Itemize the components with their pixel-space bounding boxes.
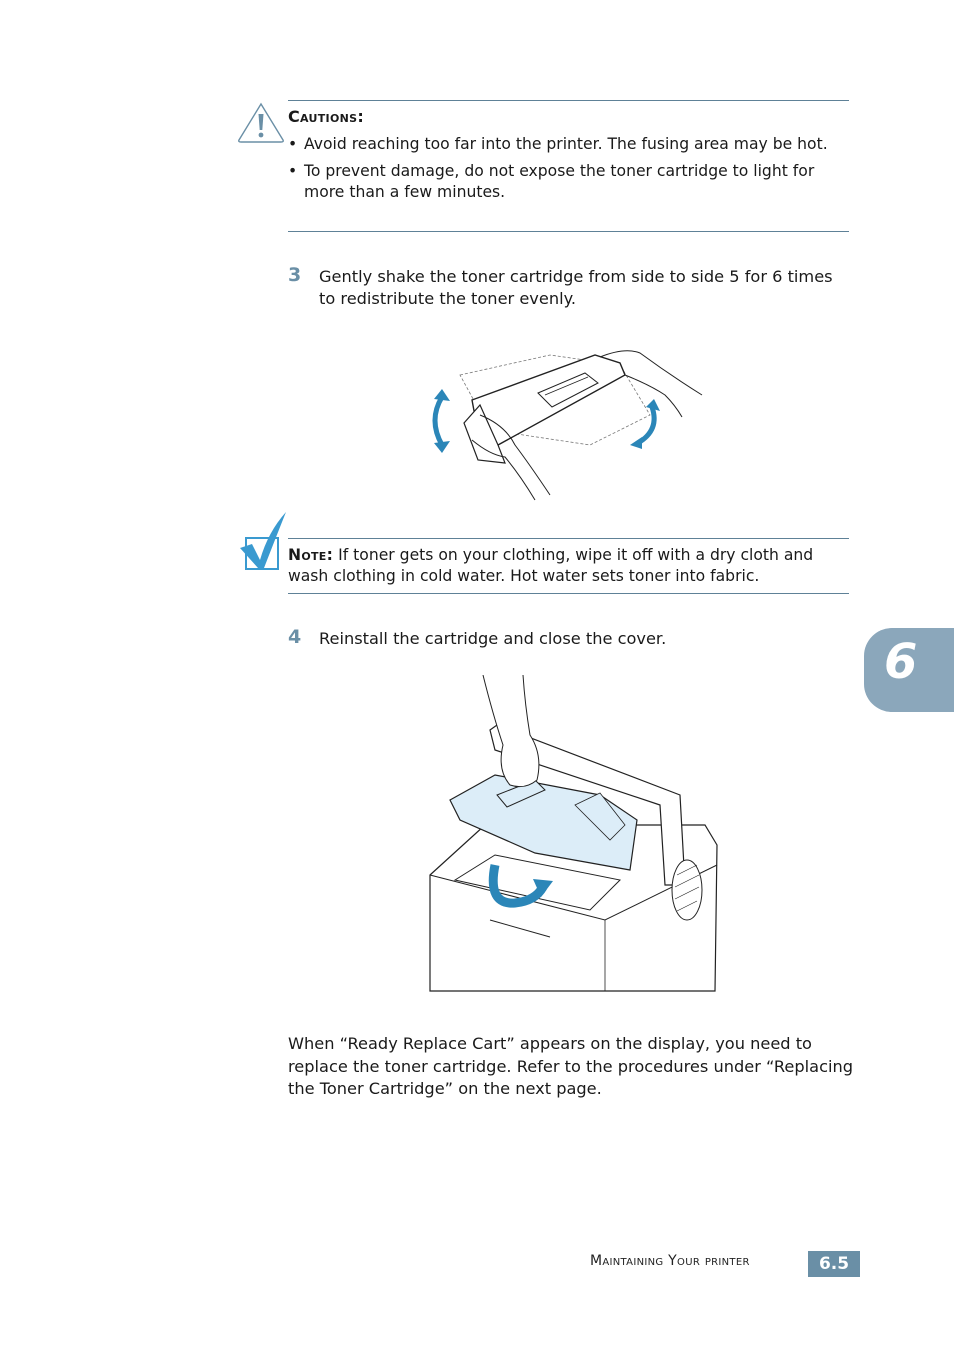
- step-number: 4: [288, 626, 302, 648]
- reinstall-cartridge-illustration: [425, 674, 720, 993]
- caution-heading: Cautions:: [288, 107, 365, 126]
- closing-paragraph: When “Ready Replace Cart” appears on the…: [288, 1034, 854, 1099]
- shake-cartridge-illustration: [420, 345, 710, 505]
- footer-section-title: Maintaining Your printer: [590, 1253, 750, 1269]
- note-text: If toner gets on your clothing, wipe it …: [288, 546, 814, 585]
- caution-item: •To prevent damage, do not expose the to…: [288, 162, 815, 201]
- chapter-number: 6: [884, 634, 918, 690]
- caution-list: •Avoid reaching too far into the printer…: [288, 134, 853, 209]
- note-content: Note: If toner gets on your clothing, wi…: [288, 545, 853, 586]
- note-heading: Note:: [288, 546, 334, 564]
- step-text: Reinstall the cartridge and close the co…: [319, 629, 667, 648]
- step-number: 3: [288, 264, 302, 286]
- caution-top-rule: [288, 100, 849, 101]
- caution-bottom-rule: [288, 231, 849, 232]
- caution-item: •Avoid reaching too far into the printer…: [288, 135, 828, 153]
- step-text: Gently shake the toner cartridge from si…: [319, 267, 833, 308]
- note-top-rule: [288, 538, 849, 539]
- checkmark-icon: [238, 510, 288, 572]
- chapter-tab: 6: [864, 628, 954, 712]
- page-number-badge: 6.5: [808, 1251, 860, 1277]
- warning-triangle-icon: [236, 102, 286, 144]
- note-bottom-rule: [288, 593, 849, 594]
